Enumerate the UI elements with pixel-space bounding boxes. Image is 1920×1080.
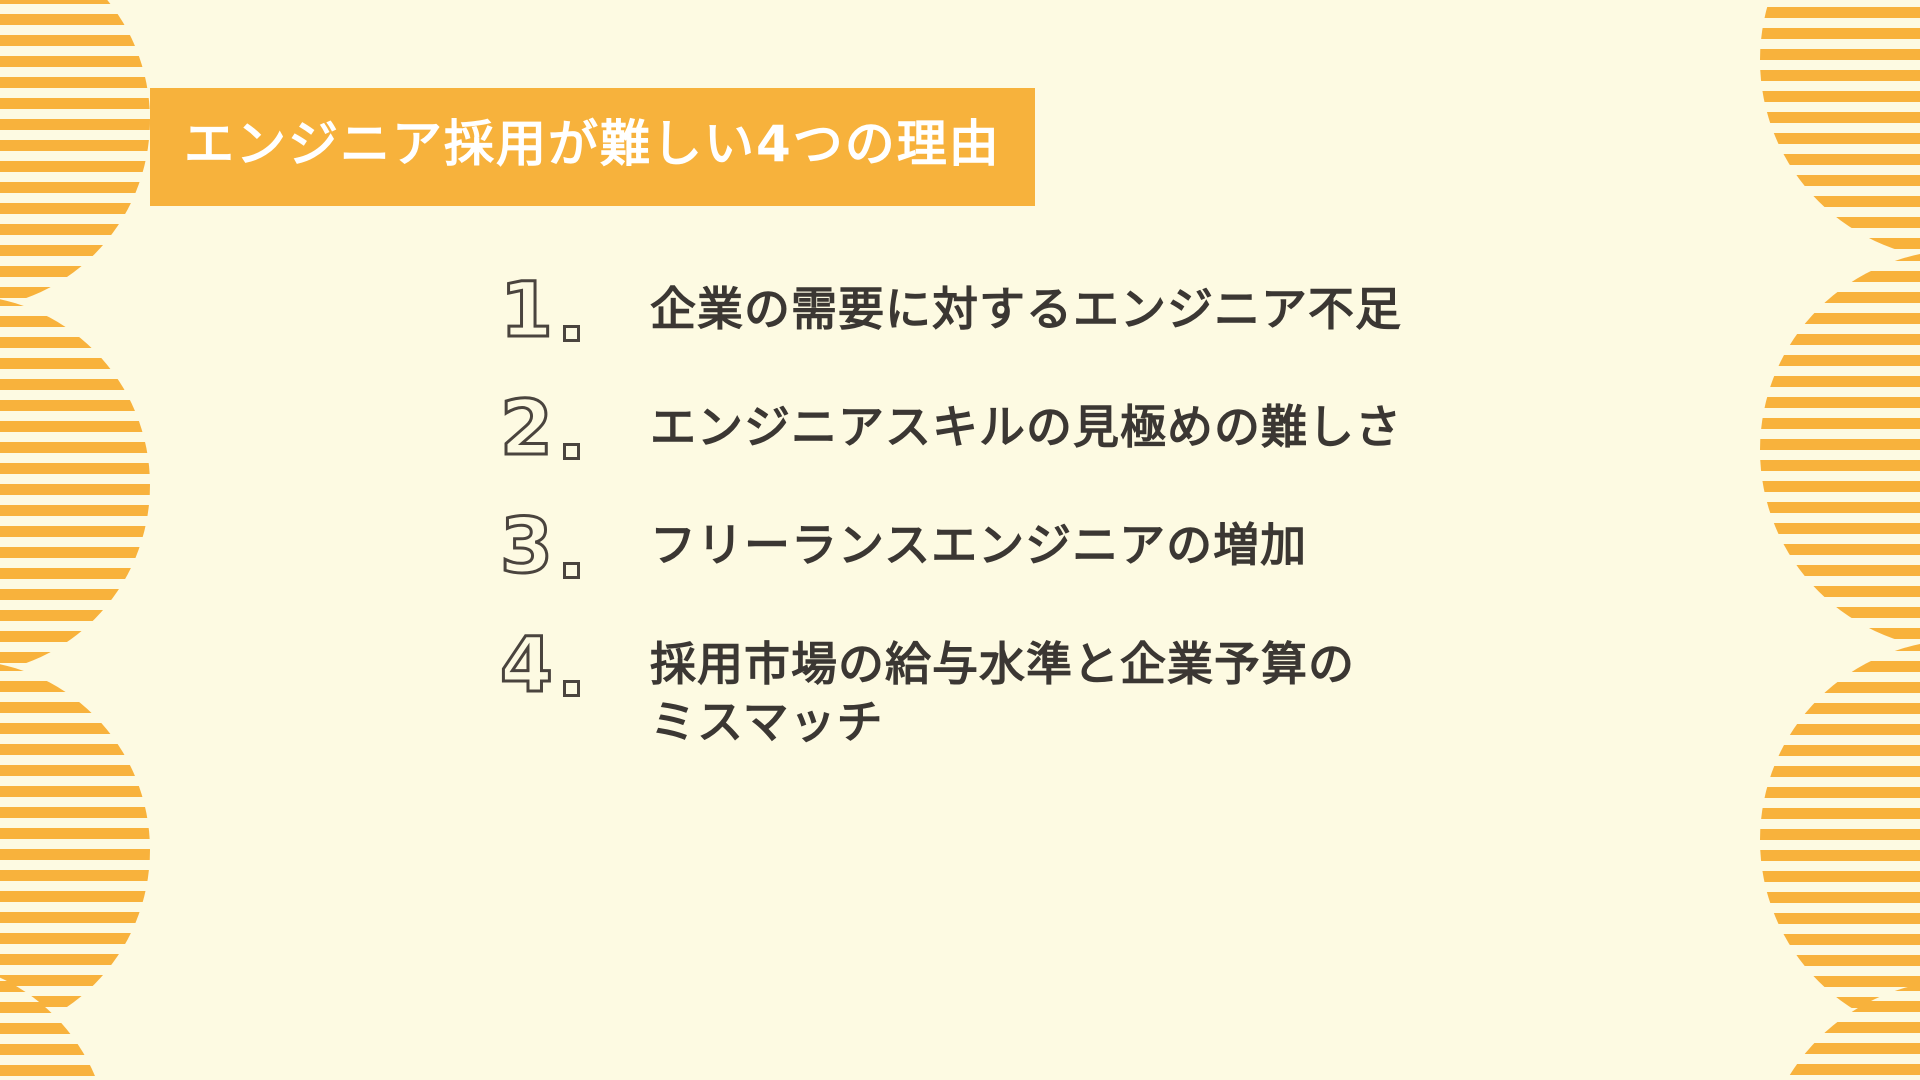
stripe-circle-left-3 xyxy=(0,660,150,1040)
list-item-text: 採用市場の給与水準と企業予算の ミスマッチ xyxy=(650,627,1760,753)
stripe-circle-left-4 xyxy=(0,960,110,1080)
list-item: 4 採用市場の給与水準と企業予算の ミスマッチ xyxy=(499,619,1760,753)
list-item: 3 フリーランスエンジニアの増加 xyxy=(499,501,1760,591)
list-item-text: 企業の需要に対するエンジニア不足 xyxy=(650,272,1760,340)
list-item-number: 1 xyxy=(499,265,555,354)
title-banner: エンジニア採用が難しい4つの理由 xyxy=(150,88,1035,206)
list-item-text-line1: フリーランスエンジニアの増加 xyxy=(650,518,1308,573)
list-item-text: フリーランスエンジニアの増加 xyxy=(650,508,1760,576)
list-item-text-line1: 採用市場の給与水準と企業予算の xyxy=(650,636,1355,691)
list-item-number-group: 3 xyxy=(499,501,650,591)
stripe-circle-right-4 xyxy=(1760,980,1920,1080)
list-item: 2 エンジニアスキルの見極めの難しさ xyxy=(499,383,1760,473)
reason-list: 1 企業の需要に対するエンジニア不足 2 エンジニアスキルの見極めの難しさ 3 … xyxy=(499,265,1760,753)
stripe-circle-left-1 xyxy=(0,0,150,310)
list-item-number: 3 xyxy=(499,501,555,591)
list-item-text-line1: エンジニアスキルの見極めの難しさ xyxy=(650,400,1402,455)
list-item-number-group: 1 xyxy=(499,265,650,354)
list-item-number-dot xyxy=(562,325,580,343)
list-item: 1 企業の需要に対するエンジニア不足 xyxy=(499,265,1760,354)
list-item-number-dot xyxy=(562,679,580,697)
list-item-number-group: 4 xyxy=(499,619,650,709)
list-item-text-line1: 企業の需要に対するエンジニア不足 xyxy=(650,282,1402,336)
list-item-number-dot xyxy=(562,561,580,579)
stripe-circle-right-2 xyxy=(1760,250,1920,650)
stripe-circle-right-3 xyxy=(1760,640,1920,1040)
page-title: エンジニア採用が難しい4つの理由 xyxy=(184,115,1001,173)
list-item-number-group: 2 xyxy=(499,383,650,473)
list-item-number: 4 xyxy=(499,619,555,709)
list-item-text: エンジニアスキルの見極めの難しさ xyxy=(650,390,1760,458)
list-item-number: 2 xyxy=(499,383,555,473)
stripe-circle-right-1 xyxy=(1760,0,1920,260)
list-item-text-line2: ミスマッチ xyxy=(650,695,884,750)
stripe-circle-left-2 xyxy=(0,295,150,675)
list-item-number-dot xyxy=(562,443,580,461)
